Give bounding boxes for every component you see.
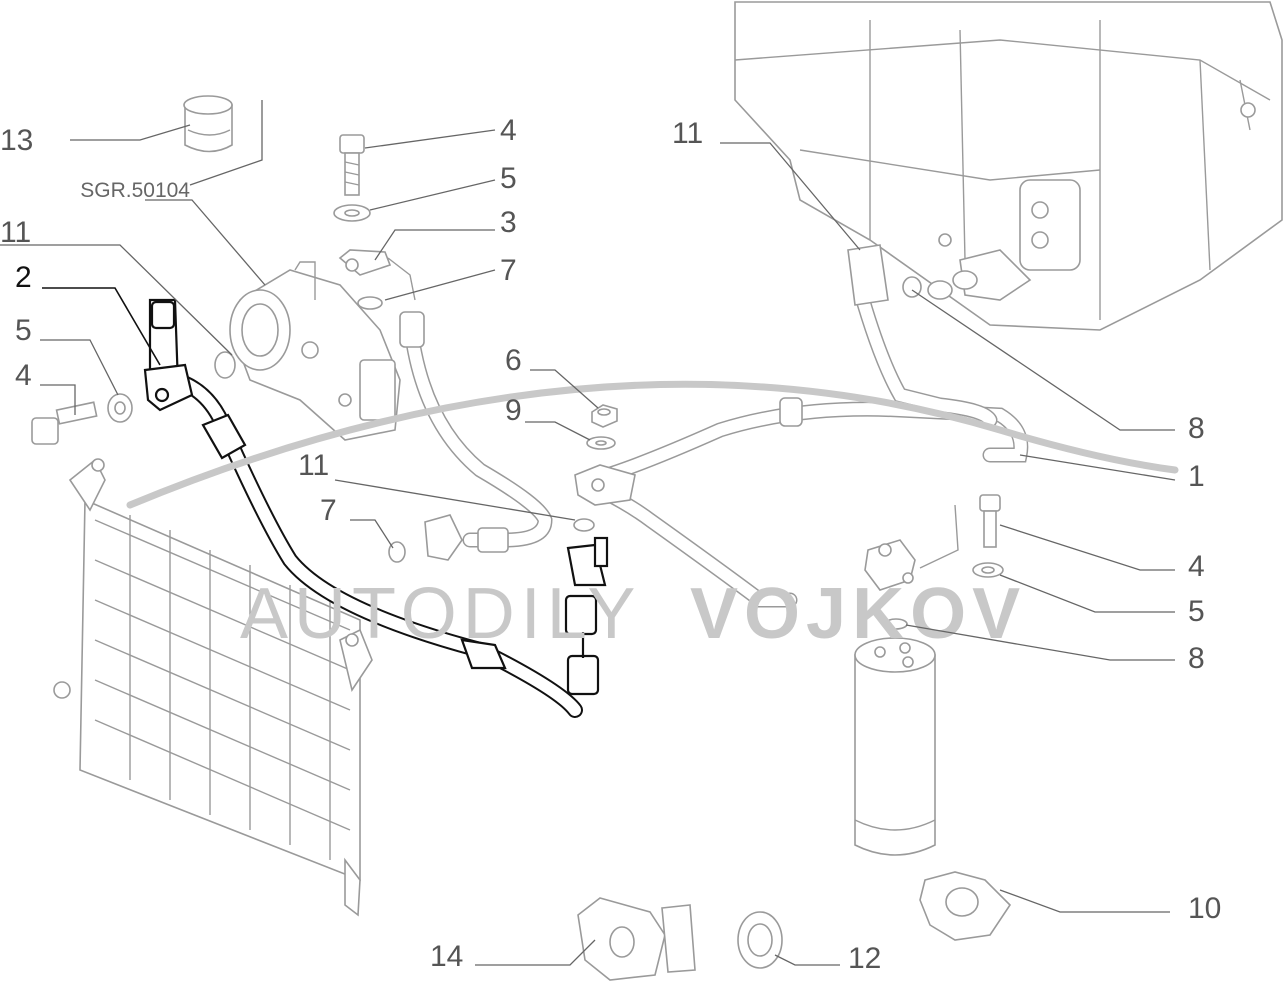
callout-8-top: 8 xyxy=(1188,412,1205,445)
callout-1: 1 xyxy=(1188,460,1205,493)
callout-7-top: 7 xyxy=(500,254,517,287)
callout-6: 6 xyxy=(505,344,522,377)
pipe-compressor-to-junction xyxy=(399,311,553,561)
washer-part-5-top xyxy=(333,204,371,222)
condenser xyxy=(53,458,373,917)
oring-part-8-bottom xyxy=(884,618,908,630)
callout-4-right: 4 xyxy=(1188,550,1205,583)
watermark-text-bold: VOJKOV xyxy=(690,574,1026,654)
callout-14: 14 xyxy=(430,940,463,973)
callout-5-left: 5 xyxy=(15,314,32,347)
oring-part-11-mid xyxy=(573,518,595,532)
callout-2: 2 xyxy=(15,261,32,294)
callout-11-mid: 11 xyxy=(298,449,329,482)
washer-part-9 xyxy=(586,436,616,450)
callout-13: 13 xyxy=(0,124,33,157)
callout-12: 12 xyxy=(848,942,881,975)
leader-lines xyxy=(0,100,1176,966)
hose-part-2-highlighted xyxy=(143,298,609,718)
sleeve-part-13 xyxy=(183,95,233,153)
watermark-text-light: AUTODILY xyxy=(240,574,641,654)
callout-10: 10 xyxy=(1188,892,1221,925)
callout-7-mid: 7 xyxy=(320,494,337,527)
pipe-liquid-line-8 xyxy=(847,244,998,428)
callout-5-top: 5 xyxy=(500,162,517,195)
valve-block-right xyxy=(864,504,959,591)
callout-4-top: 4 xyxy=(500,114,517,147)
grommet-part-12 xyxy=(737,911,783,969)
evaporator-unit xyxy=(734,1,1283,331)
oring-part-11-left xyxy=(214,351,236,379)
callout-8-bottom: 8 xyxy=(1188,642,1205,675)
callout-9: 9 xyxy=(505,394,522,427)
washer-part-5-left xyxy=(107,393,133,423)
bracket-part-14 xyxy=(577,897,696,981)
compressor xyxy=(229,261,401,441)
bolt-part-4-top xyxy=(339,134,365,196)
washer-part-5-right xyxy=(972,562,1004,578)
watermark: AUTODILY VOJKOV xyxy=(126,380,1179,654)
callout-11-top-right: 11 xyxy=(672,117,703,150)
pipe-suction-line-1 xyxy=(582,397,1029,488)
oring-part-7-top xyxy=(357,296,383,310)
callout-3: 3 xyxy=(500,206,517,239)
bracket-part-3 xyxy=(338,249,416,301)
pipe-to-drier xyxy=(574,464,798,608)
bolt-part-4-right xyxy=(979,494,1001,548)
callout-labels: 13 SGR.50104 11 2 5 4 4 5 3 7 6 9 11 7 1… xyxy=(0,114,1221,975)
bolt-part-4-left xyxy=(31,401,98,445)
oring-part-8-top xyxy=(902,276,922,298)
nut-part-6 xyxy=(591,404,618,428)
part-code-label: SGR.50104 xyxy=(80,179,190,202)
callout-5-right: 5 xyxy=(1188,595,1205,628)
callout-4-left: 4 xyxy=(15,359,32,392)
receiver-drier xyxy=(854,637,936,856)
callout-11-left: 11 xyxy=(0,216,31,249)
clamp-part-10 xyxy=(919,871,1012,941)
